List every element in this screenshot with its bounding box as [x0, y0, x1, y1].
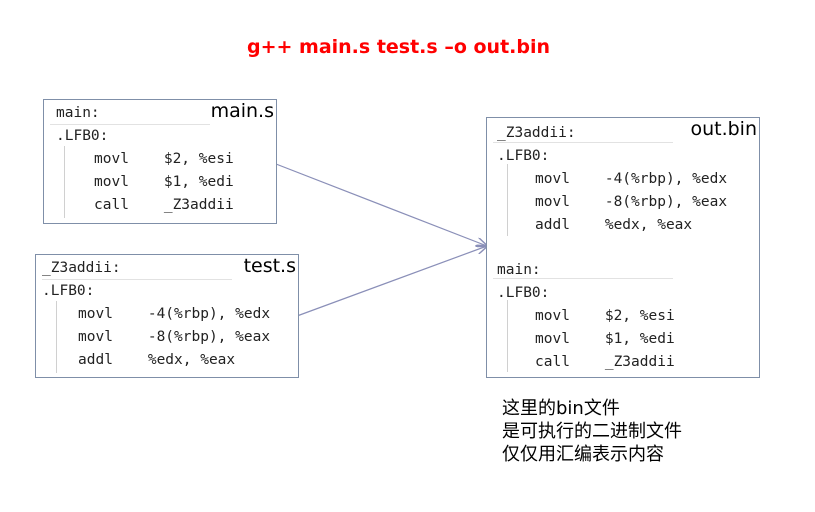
out-bin-label: out.bin	[690, 118, 757, 140]
note-line: 仅仅用汇编表示内容	[502, 444, 664, 465]
code-line: call _Z3addii	[94, 197, 234, 213]
code-line: .LFB0:	[42, 283, 95, 299]
arrow-main-to-out	[275, 163, 487, 246]
code-line: _Z3addii:	[42, 260, 121, 276]
code-line: call _Z3addii	[535, 354, 675, 370]
code-line: _Z3addii:	[497, 125, 576, 141]
code-line: addl %edx, %eax	[535, 217, 693, 233]
code-line: movl $1, %edi	[535, 331, 675, 347]
test-s-label: test.s	[243, 255, 296, 277]
main-s-box: main.s main: .LFB0: movl $2, %esi movl $…	[43, 99, 277, 224]
command-title: g++ main.s test.s –o out.bin	[246, 36, 551, 58]
code-line: movl $1, %edi	[94, 174, 234, 190]
arrow-test-to-out	[296, 246, 487, 317]
note-line: 这里的bin文件	[502, 398, 620, 419]
note-line: 是可执行的二进制文件	[502, 421, 682, 442]
code-line: .LFB0:	[497, 148, 550, 164]
code-line: movl $2, %esi	[535, 308, 675, 324]
code-line: main:	[56, 105, 100, 121]
code-line: .LFB0:	[56, 128, 109, 144]
explanation-note: 这里的bin文件 是可执行的二进制文件 仅仅用汇编表示内容	[502, 397, 682, 466]
code-line: movl -4(%rbp), %edx	[535, 171, 728, 187]
code-line: movl -8(%rbp), %eax	[78, 329, 271, 345]
code-line: addl %edx, %eax	[78, 352, 236, 368]
code-line: .LFB0:	[497, 285, 550, 301]
code-line: movl $2, %esi	[94, 151, 234, 167]
out-bin-box: out.bin _Z3addii: .LFB0: movl -4(%rbp), …	[486, 117, 760, 378]
code-line: main:	[497, 262, 541, 278]
code-line: movl -4(%rbp), %edx	[78, 306, 271, 322]
code-line: movl -8(%rbp), %eax	[535, 194, 728, 210]
test-s-box: test.s _Z3addii: .LFB0: movl -4(%rbp), %…	[35, 254, 299, 378]
main-s-label: main.s	[210, 100, 274, 122]
